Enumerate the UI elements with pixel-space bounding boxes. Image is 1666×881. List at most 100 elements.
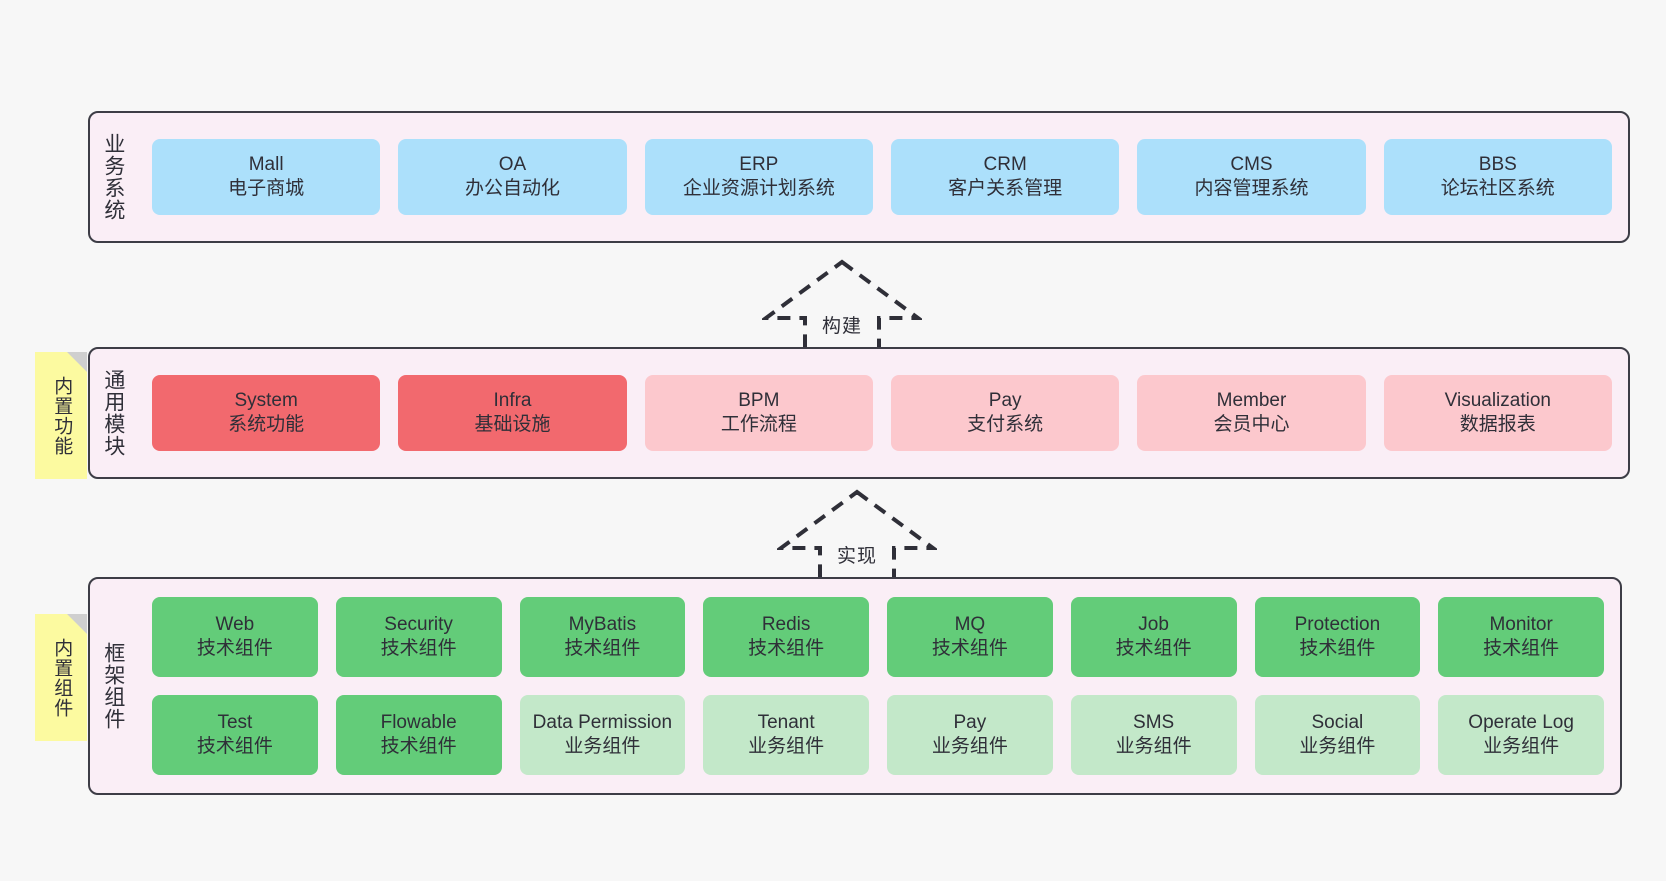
box-sms[interactable]: SMS 业务组件 — [1070, 695, 1237, 775]
box-title-cn: 技术组件 — [931, 638, 1008, 659]
box-pay-module[interactable]: Pay 支付系统 — [890, 375, 1120, 451]
box-title-cn: 业务组件 — [1483, 736, 1560, 757]
box-title-cn: 会员中心 — [1213, 414, 1290, 435]
builtin-component-note-label: 内置组件 — [51, 637, 73, 718]
box-data-permission[interactable]: Data Permission 业务组件 — [519, 695, 686, 775]
box-title-cn: 数据报表 — [1459, 414, 1536, 435]
row-business-systems: Mall 电子商城 OA 办公自动化 ERP 企业资源计划系统 CRM 客户关系… — [152, 139, 1612, 215]
box-title-cn: 客户关系管理 — [948, 178, 1063, 199]
box-title-en: Pay — [988, 389, 1022, 411]
box-title-en: Social — [1311, 711, 1364, 733]
box-social[interactable]: Social 业务组件 — [1254, 695, 1421, 775]
box-title-cn: 技术组件 — [1299, 638, 1376, 659]
box-title-en: Protection — [1294, 613, 1381, 635]
box-title-cn: 技术组件 — [196, 638, 273, 659]
box-title-en: BPM — [738, 389, 780, 411]
box-title-en: CRM — [983, 153, 1027, 175]
box-title-cn: 企业资源计划系统 — [682, 178, 835, 199]
build-arrow: 构建 — [762, 258, 922, 354]
box-title-en: Pay — [953, 711, 987, 733]
box-protection[interactable]: Protection 技术组件 — [1254, 597, 1421, 677]
box-title-en: Redis — [761, 613, 811, 635]
layer-title-common-module: 通用模块 — [101, 369, 125, 457]
box-title-en: MyBatis — [568, 613, 637, 635]
box-title-cn: 技术组件 — [380, 736, 457, 757]
box-title-en: Security — [384, 613, 453, 635]
box-title-cn: 支付系统 — [967, 414, 1044, 435]
box-title-en: Tenant — [757, 711, 815, 733]
box-title-en: Flowable — [380, 711, 457, 733]
box-title-cn: 业务组件 — [1115, 736, 1192, 757]
box-title-cn: 基础设施 — [474, 414, 551, 435]
builtin-function-note-label: 内置功能 — [51, 375, 73, 456]
box-job[interactable]: Job 技术组件 — [1070, 597, 1237, 677]
box-title-cn: 系统功能 — [228, 414, 305, 435]
box-title-en: Web — [215, 613, 255, 635]
row-common-modules: System 系统功能 Infra 基础设施 BPM 工作流程 Pay 支付系统… — [152, 375, 1612, 451]
box-title-en: Job — [1138, 613, 1169, 635]
box-redis[interactable]: Redis 技术组件 — [703, 597, 869, 677]
box-security[interactable]: Security 技术组件 — [335, 597, 502, 677]
box-member[interactable]: Member 会员中心 — [1137, 375, 1366, 451]
box-title-en: CMS — [1230, 153, 1273, 175]
box-title-cn: 业务组件 — [564, 736, 641, 757]
box-title-cn: 技术组件 — [748, 638, 825, 659]
box-title-en: Infra — [493, 389, 532, 411]
box-bbs[interactable]: BBS 论坛社区系统 — [1383, 139, 1612, 215]
box-web[interactable]: Web 技术组件 — [152, 597, 318, 677]
box-operate-log[interactable]: Operate Log 业务组件 — [1438, 695, 1604, 775]
box-flowable[interactable]: Flowable 技术组件 — [335, 695, 502, 775]
implement-arrow-label: 实现 — [836, 546, 877, 567]
box-oa[interactable]: OA 办公自动化 — [398, 139, 627, 215]
box-title-en: Mall — [248, 153, 284, 175]
box-mq[interactable]: MQ 技术组件 — [887, 597, 1053, 677]
box-title-cn: 技术组件 — [380, 638, 457, 659]
box-cms[interactable]: CMS 内容管理系统 — [1137, 139, 1366, 215]
box-title-en: Visualization — [1444, 389, 1551, 411]
layer-body-business-system: Mall 电子商城 OA 办公自动化 ERP 企业资源计划系统 CRM 客户关系… — [136, 113, 1628, 241]
box-bpm[interactable]: BPM 工作流程 — [644, 375, 873, 451]
box-title-en: Member — [1216, 389, 1287, 411]
box-title-en: MQ — [954, 613, 986, 635]
layer-common-module: 通用模块 System 系统功能 Infra 基础设施 BPM 工作流程 Pay… — [88, 347, 1630, 479]
box-title-cn: 业务组件 — [1299, 736, 1376, 757]
box-pay-component[interactable]: Pay 业务组件 — [887, 695, 1053, 775]
box-title-cn: 论坛社区系统 — [1440, 178, 1555, 199]
box-title-en: BBS — [1478, 153, 1517, 175]
box-title-cn: 技术组件 — [1483, 638, 1560, 659]
box-title-en: Monitor — [1489, 613, 1553, 635]
box-title-cn: 业务组件 — [748, 736, 825, 757]
box-erp[interactable]: ERP 企业资源计划系统 — [644, 139, 873, 215]
box-system[interactable]: System 系统功能 — [152, 375, 381, 451]
box-crm[interactable]: CRM 客户关系管理 — [890, 139, 1120, 215]
layer-business-system: 业务系统 Mall 电子商城 OA 办公自动化 ERP 企业资源计划系统 CRM… — [88, 111, 1630, 243]
row-business-components: Test 技术组件 Flowable 技术组件 Data Permission … — [152, 695, 1604, 775]
box-title-en: ERP — [739, 153, 779, 175]
layer-title-business-system: 业务系统 — [101, 133, 125, 221]
layer-title-framework-component: 框架组件 — [101, 642, 125, 730]
layer-body-framework-component: Web 技术组件 Security 技术组件 MyBatis 技术组件 Redi… — [136, 579, 1620, 793]
box-title-en: Data Permission — [532, 711, 673, 733]
box-title-cn: 工作流程 — [720, 414, 797, 435]
box-mall[interactable]: Mall 电子商城 — [152, 139, 381, 215]
implement-arrow: 实现 — [777, 488, 937, 584]
box-monitor[interactable]: Monitor 技术组件 — [1438, 597, 1604, 677]
builtin-function-note: 内置功能 — [35, 352, 87, 479]
box-visualization[interactable]: Visualization 数据报表 — [1383, 375, 1612, 451]
box-mybatis[interactable]: MyBatis 技术组件 — [519, 597, 686, 677]
box-test[interactable]: Test 技术组件 — [152, 695, 318, 775]
box-title-en: System — [234, 389, 298, 411]
layer-body-common-module: System 系统功能 Infra 基础设施 BPM 工作流程 Pay 支付系统… — [136, 349, 1628, 477]
box-title-en: OA — [498, 153, 527, 175]
build-arrow-label: 构建 — [821, 316, 862, 337]
box-infra[interactable]: Infra 基础设施 — [398, 375, 627, 451]
box-title-en: Test — [217, 711, 253, 733]
box-title-cn: 办公自动化 — [464, 178, 560, 199]
box-title-cn: 内容管理系统 — [1194, 178, 1309, 199]
box-title-cn: 技术组件 — [564, 638, 641, 659]
builtin-component-note: 内置组件 — [35, 614, 87, 741]
box-tenant[interactable]: Tenant 业务组件 — [703, 695, 869, 775]
box-title-cn: 技术组件 — [1115, 638, 1192, 659]
box-title-cn: 技术组件 — [196, 736, 273, 757]
